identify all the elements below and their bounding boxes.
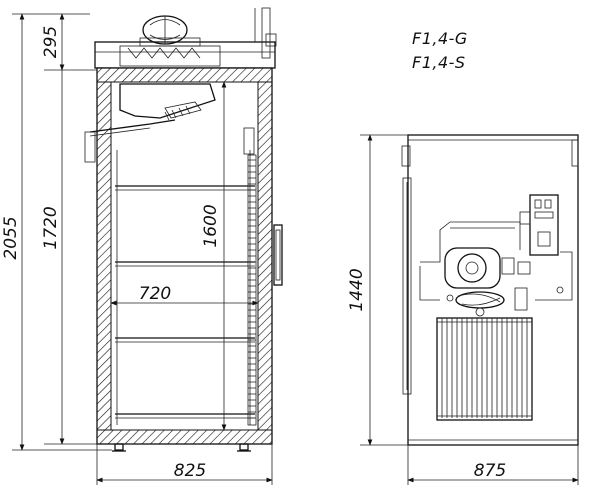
condenser-fan-icon [455,287,528,317]
dim-unit-height: 295 [41,26,61,58]
door-handle [273,224,283,286]
dim-total-height: 2055 [1,216,21,259]
dimension-labels-front: 2055 295 1720 1600 720 825 [1,26,221,481]
dim-depth: 875 [474,461,506,481]
shelf-rack [243,127,257,426]
refrigerant-piping [419,221,573,302]
shelves [115,150,255,425]
front-view: 2055 295 1720 1600 720 825 [1,7,283,485]
feet [112,443,251,452]
dim-cabinet-height: 1720 [41,206,61,249]
cabinet-walls [96,67,273,445]
dimension-lines-front [12,13,273,485]
condenser-coil [436,317,533,421]
compressor-icon [444,247,531,289]
model-labels: F1,4-G F1,4-S [412,29,468,72]
top-unit [94,7,277,69]
dimension-labels-side: 1440 875 [347,268,506,481]
model-label-s: F1,4-S [412,53,466,72]
dimension-lines-side [360,134,579,485]
evaporator [84,83,216,163]
fan-icon [142,15,188,45]
model-label-g: F1,4-G [412,29,468,48]
dim-interior-height: 1600 [201,204,221,247]
dim-interior-width: 720 [139,284,171,304]
dim-width: 825 [174,461,206,481]
side-view: 1440 875 [347,134,579,485]
dim-side-height: 1440 [347,268,367,311]
control-panel [519,194,559,256]
